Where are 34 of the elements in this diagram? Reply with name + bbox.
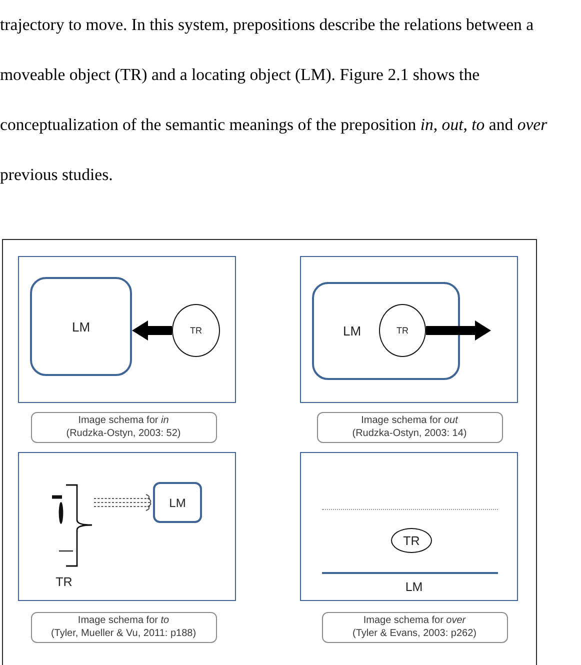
schema-panel — [18, 256, 236, 402]
caption-text: Image schema for out — [361, 414, 458, 427]
arrow — [94, 494, 152, 511]
trajector-circle — [379, 304, 426, 357]
caption-box — [316, 412, 502, 442]
trajector-circle — [172, 304, 220, 357]
caption-text: Image schema for to — [78, 614, 170, 627]
landmark-box — [153, 482, 202, 523]
landmark-box — [30, 277, 132, 376]
caption-box — [30, 412, 216, 442]
node-label: LM — [342, 324, 362, 338]
caption-text: Image schema for in — [78, 414, 169, 427]
caption-box — [30, 612, 216, 642]
schema-panel — [300, 452, 518, 600]
arrow — [426, 320, 491, 340]
citation-text: (Tyler, Mueller & Vu, 2011: p188) — [50, 627, 196, 640]
node-label: LM — [169, 496, 186, 508]
schema-panel — [300, 256, 518, 402]
citation-text: (Tyler & Evans, 2003: p262) — [352, 627, 476, 640]
node-label: TR — [396, 326, 408, 335]
node-label: TR — [190, 326, 202, 335]
landmark-box — [312, 282, 460, 380]
caption-box — [322, 612, 508, 642]
node-label: LM — [72, 320, 90, 333]
node-label: LM — [405, 580, 423, 594]
trajector-ellipse — [391, 528, 432, 553]
citation-text: (Rudzka-Ostyn, 2003: 52) — [66, 427, 181, 440]
node-label: TR — [403, 534, 420, 547]
citation-text: (Rudzka-Ostyn, 2003: 14) — [352, 427, 467, 440]
arrow — [132, 320, 172, 340]
caption-text: Image schema for over — [363, 614, 466, 627]
body-paragraph: trajectory to move. In this system, prepositions describe the relations between a moveable object (TR) and a locating object (LM). Figure 2.1 shows the conceptualization of the semantic meanings of the preposition in, out, to and over previous studies. — [0, 14, 548, 186]
node-label: TR — [56, 576, 72, 588]
schema-panel — [18, 452, 236, 600]
